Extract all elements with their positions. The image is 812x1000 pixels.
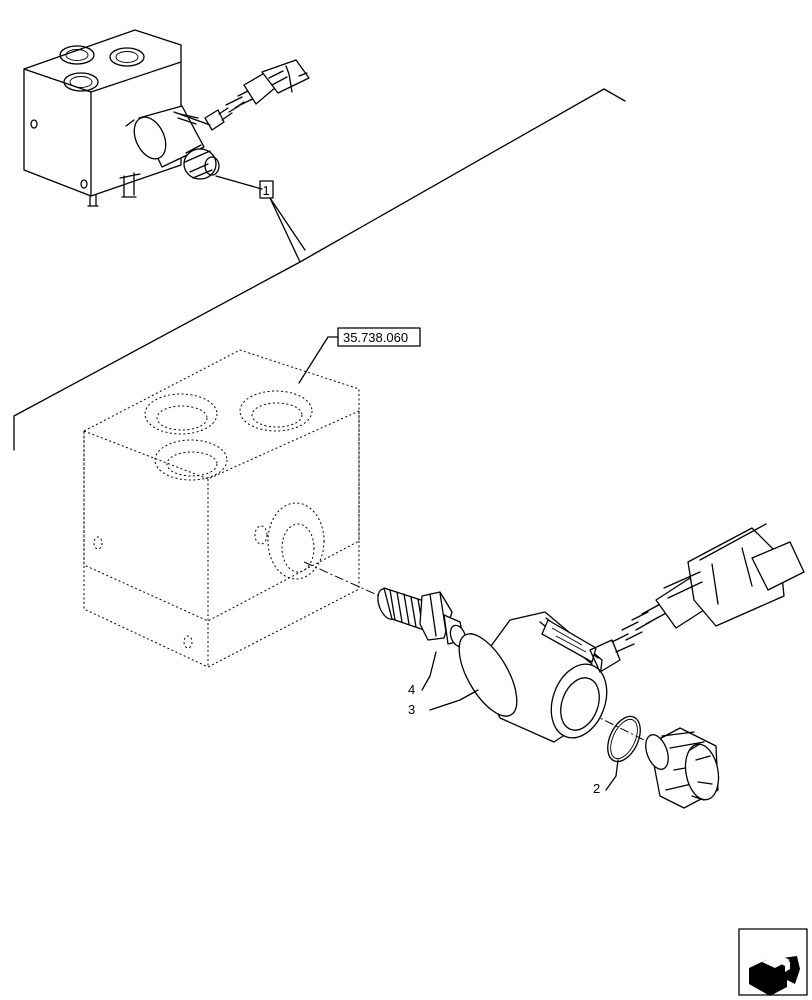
valve-block-exploded — [83, 349, 360, 668]
callout-1-box — [259, 180, 274, 199]
item-3-label: 3 — [408, 702, 415, 717]
solenoid-coil-assembled — [125, 59, 310, 180]
valve-block-assembled — [23, 29, 182, 207]
o-ring — [607, 715, 641, 763]
assembly-axis — [303, 561, 385, 599]
coil-nut — [645, 727, 720, 809]
item-2-label: 2 — [593, 781, 600, 796]
block-ref-label: 35.738.060 — [343, 330, 408, 345]
item-4-label: 4 — [408, 682, 415, 697]
solenoid-coil — [458, 523, 805, 743]
callout-1-label: 1 — [263, 183, 270, 198]
cartridge-valve — [377, 587, 467, 648]
next-page-arrow-icon[interactable] — [738, 928, 808, 996]
assembly-overview: 1 — [23, 29, 310, 263]
section-divider — [13, 88, 626, 451]
